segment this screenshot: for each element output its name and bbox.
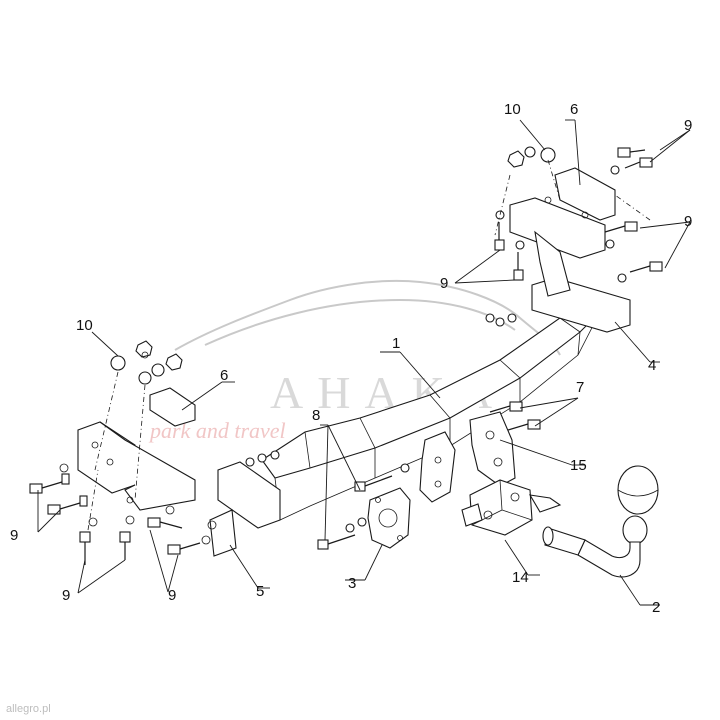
- part-2-tow-ball: [542, 465, 659, 578]
- callout-9-center-bottom: 9: [168, 587, 176, 604]
- callout-14: 14: [512, 569, 529, 586]
- bolt: [47, 495, 88, 515]
- center-hardware: [245, 313, 541, 550]
- callout-7: 7: [576, 379, 584, 396]
- part-14-electrical-socket: [461, 479, 562, 536]
- tow-bracket-plate: [419, 431, 456, 503]
- callout-4: 4: [648, 357, 656, 374]
- callout-9-left-top: 9: [10, 527, 18, 544]
- callout-9-center: 9: [440, 275, 448, 292]
- callout-9-right-mid: 9: [684, 213, 692, 230]
- part-5-left-plate: [209, 461, 281, 557]
- right-top-hardware: [494, 146, 663, 283]
- watermark-car-roof: [204, 298, 516, 346]
- callout-1: 1: [392, 335, 400, 352]
- right-side-bracket: [509, 167, 616, 297]
- callout-10-left: 10: [76, 317, 93, 334]
- left-top-hardware: [110, 340, 183, 385]
- callout-6-left: 6: [220, 367, 228, 384]
- bolt: [167, 542, 201, 555]
- leader-lines: [37, 119, 691, 606]
- part-3-socket-plate: [367, 487, 411, 549]
- callout-9-left-bottom: 9: [62, 587, 70, 604]
- bolt: [147, 517, 183, 529]
- callout-15: 15: [570, 457, 587, 474]
- assembly-lines: [87, 159, 651, 531]
- callouts: 1 2 3 4 5 6 6 7 8 9 9 9 9 9 9 10 10 14 1…: [10, 101, 692, 616]
- corner-stamp: allegro.pl: [6, 703, 51, 715]
- callout-8: 8: [312, 407, 320, 424]
- callout-6-right: 6: [570, 101, 578, 118]
- bolt: [29, 473, 70, 494]
- watermark-car-outline: [174, 279, 561, 356]
- part-15-flange: [469, 411, 516, 487]
- callout-5: 5: [256, 583, 264, 600]
- bolt: [119, 531, 131, 560]
- callout-3: 3: [348, 575, 356, 592]
- callout-9-right-top: 9: [684, 117, 692, 134]
- callout-2: 2: [652, 599, 660, 616]
- callout-10-right: 10: [504, 101, 521, 118]
- left-side-bracket: [77, 387, 196, 511]
